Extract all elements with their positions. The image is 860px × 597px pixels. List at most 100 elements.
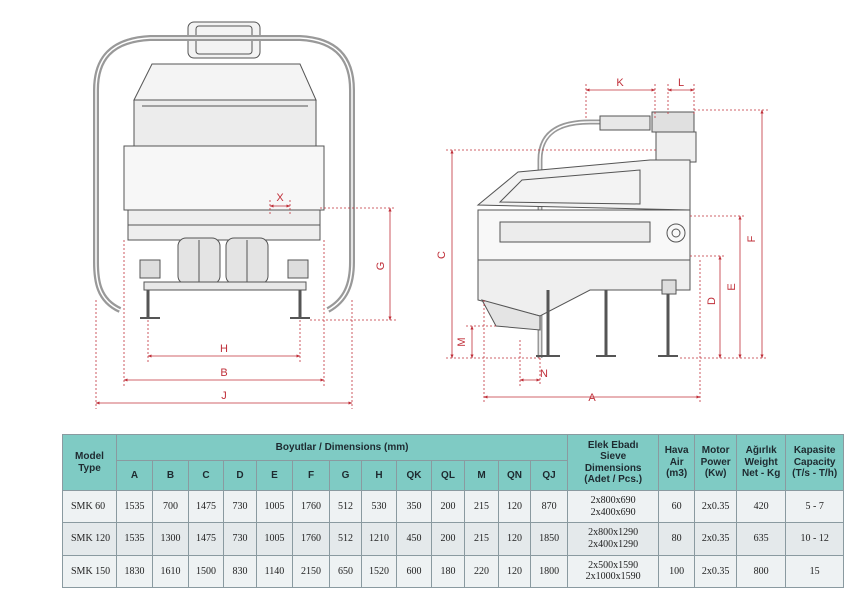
cell-dim: 120 xyxy=(498,522,531,556)
header-dim-h: H xyxy=(361,460,397,491)
dim-label-c: C xyxy=(436,251,448,259)
cell-air: 100 xyxy=(658,554,696,589)
cell-dim: 1500 xyxy=(188,554,224,589)
cell-dim: 1300 xyxy=(152,522,189,556)
cell-weight: 420 xyxy=(736,489,787,524)
header-dim-qk: QK xyxy=(396,460,432,491)
cell-dim: 200 xyxy=(431,489,465,524)
cell-weight: 635 xyxy=(736,522,787,556)
cell-dim: 1535 xyxy=(116,522,153,556)
cell-capacity: 15 xyxy=(785,554,845,589)
cell-dim: 215 xyxy=(464,489,499,524)
cell-dim: 200 xyxy=(431,522,465,556)
dim-label-n: N xyxy=(540,368,548,380)
cell-dim: 120 xyxy=(498,489,531,524)
cell-dim: 512 xyxy=(329,489,362,524)
cell-dim: 1140 xyxy=(256,554,293,589)
cell-dim: 1610 xyxy=(152,554,189,589)
cell-dim: 870 xyxy=(529,489,569,524)
header-dim-e: E xyxy=(256,460,293,491)
cell-dim: 1850 xyxy=(529,522,569,556)
header-dim-a: A xyxy=(116,460,153,491)
dim-label-g: G xyxy=(375,262,387,271)
front-dimensions xyxy=(95,200,396,409)
cell-dim: 600 xyxy=(396,554,432,589)
cell-dim: 1210 xyxy=(361,522,397,556)
cell-dim: 650 xyxy=(329,554,362,589)
header-dim-b: B xyxy=(152,460,189,491)
dim-label-h: H xyxy=(220,343,228,355)
header-dimensions-group: Boyutlar / Dimensions (mm) xyxy=(115,434,569,461)
cell-dim: 120 xyxy=(498,554,531,589)
cell-capacity: 10 - 12 xyxy=(785,522,845,556)
cell-dim: 1800 xyxy=(529,554,569,589)
side-view xyxy=(476,111,697,358)
dim-label-e: E xyxy=(726,283,738,290)
dim-label-m: M xyxy=(456,337,468,346)
cell-dim: 730 xyxy=(223,522,257,556)
header-dim-ql: QL xyxy=(431,460,465,491)
front-view xyxy=(93,21,355,319)
side-dimensions xyxy=(446,84,768,403)
table-row: SMK 60 1535 700 1475 730 1005 1760 512 5… xyxy=(62,489,845,524)
header-dim-g: G xyxy=(329,460,362,491)
dim-label-l: L xyxy=(678,77,684,89)
header-dim-f: F xyxy=(292,460,330,491)
cell-dim: 730 xyxy=(223,489,257,524)
cell-air: 80 xyxy=(658,522,696,556)
dim-label-k: K xyxy=(616,77,624,89)
cell-dim: 350 xyxy=(396,489,432,524)
table-row: SMK 120 1535 1300 1475 730 1005 1760 512… xyxy=(62,522,845,556)
header-dim-qj: QJ xyxy=(529,460,569,491)
header-dim-qn: QN xyxy=(498,460,531,491)
cell-dim: 530 xyxy=(361,489,397,524)
cell-motor: 2x0.35 xyxy=(694,522,738,556)
cell-model: SMK 120 xyxy=(62,522,117,556)
cell-dim: 220 xyxy=(464,554,499,589)
header-dim-d: D xyxy=(223,460,257,491)
dim-label-d: D xyxy=(706,297,718,305)
dim-label-f: F xyxy=(746,235,758,242)
cell-dim: 180 xyxy=(431,554,465,589)
dim-label-a: A xyxy=(588,392,596,404)
dim-label-x: X xyxy=(276,192,284,204)
cell-dim: 512 xyxy=(329,522,362,556)
cell-model: SMK 150 xyxy=(62,554,117,589)
header-dim-m: M xyxy=(464,460,499,491)
cell-dim: 450 xyxy=(396,522,432,556)
cell-dim: 1760 xyxy=(292,522,330,556)
header-dim-c: C xyxy=(188,460,224,491)
cell-dim: 2150 xyxy=(292,554,330,589)
cell-model: SMK 60 xyxy=(62,489,117,524)
cell-dim: 700 xyxy=(152,489,189,524)
cell-dim: 1535 xyxy=(116,489,153,524)
cell-dim: 830 xyxy=(223,554,257,589)
cell-dim: 1005 xyxy=(256,489,293,524)
technical-drawing: X G H B J xyxy=(93,21,768,409)
cell-dim: 1830 xyxy=(116,554,153,589)
cell-dim: 1520 xyxy=(361,554,397,589)
cell-capacity: 5 - 7 xyxy=(785,489,845,524)
table-row: SMK 150 1830 1610 1500 830 1140 2150 650… xyxy=(62,554,845,589)
cell-dim: 1005 xyxy=(256,522,293,556)
dim-label-b: B xyxy=(220,367,227,379)
cell-dim: 1475 xyxy=(188,522,224,556)
cell-air: 60 xyxy=(658,489,696,524)
cell-motor: 2x0.35 xyxy=(694,489,738,524)
cell-dim: 215 xyxy=(464,522,499,556)
cell-dim: 1760 xyxy=(292,489,330,524)
cell-motor: 2x0.35 xyxy=(694,554,738,589)
dim-label-j: J xyxy=(221,390,227,402)
cell-weight: 800 xyxy=(736,554,787,589)
cell-dim: 1475 xyxy=(188,489,224,524)
